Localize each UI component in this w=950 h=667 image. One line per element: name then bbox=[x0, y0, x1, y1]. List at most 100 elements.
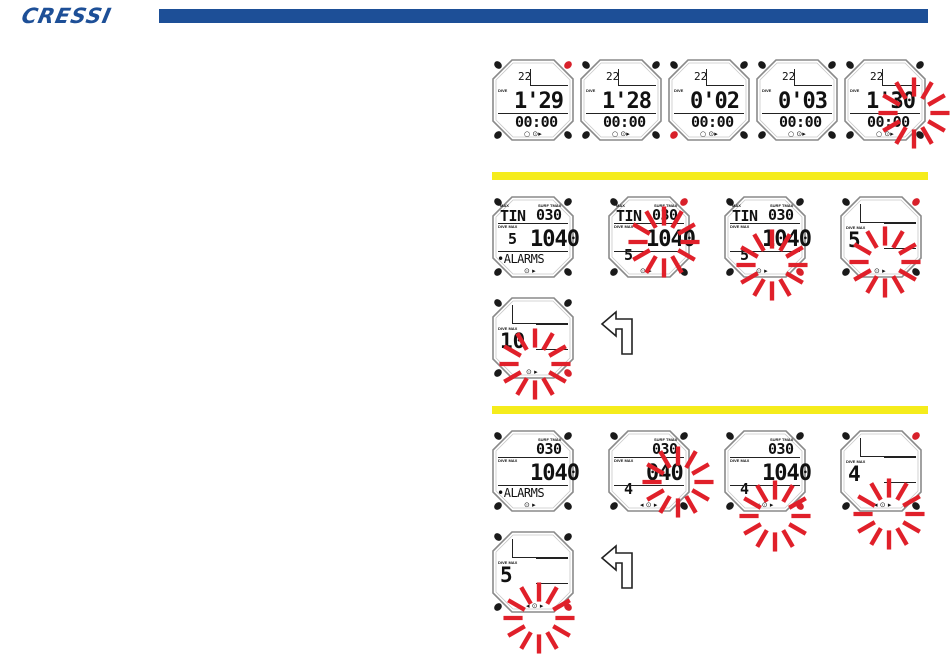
status-icons: ○ ⊙▸ bbox=[700, 130, 718, 138]
lcd-separator-line bbox=[882, 85, 920, 86]
dive-time: 1'28 bbox=[602, 89, 652, 114]
watch-button-bl bbox=[610, 502, 618, 510]
watch-button-tr bbox=[912, 198, 920, 206]
status-icons: ○ ⊙▸ bbox=[876, 130, 894, 138]
watch-button-bl bbox=[842, 268, 850, 276]
watch-button-br bbox=[740, 131, 748, 139]
surf-tmax-label: SURF TMAX bbox=[770, 203, 794, 208]
lcd-separator-line bbox=[614, 223, 684, 224]
temp-indicator: TIN bbox=[732, 207, 758, 225]
surf-time-value: 030 bbox=[652, 440, 678, 458]
lcd-separator-line bbox=[498, 485, 568, 486]
watch-button-bl bbox=[610, 268, 618, 276]
lcd-separator-line bbox=[614, 457, 684, 458]
watch-button-bl bbox=[726, 268, 734, 276]
dive-max-label: DIVE MAX bbox=[846, 225, 866, 230]
watch-button-bl bbox=[582, 131, 590, 139]
lcd-separator-line bbox=[794, 85, 832, 86]
watch-case bbox=[840, 196, 922, 278]
max-time-value: 1040 bbox=[762, 461, 812, 486]
dive-time: 0'03 bbox=[778, 89, 828, 114]
surf-tmax-label: SURF TMAX bbox=[538, 437, 562, 442]
watch-button-tr bbox=[564, 299, 572, 307]
watch-button-tr bbox=[564, 432, 572, 440]
surf-tmax-label: SURF TMAX bbox=[654, 437, 678, 442]
watch-button-bl bbox=[494, 603, 502, 611]
temp-indicator: TIN bbox=[616, 207, 642, 225]
watch-button-tl bbox=[494, 299, 502, 307]
status-icons: ⊙ ▸ bbox=[524, 267, 536, 275]
watch-case bbox=[492, 59, 574, 141]
watch-case bbox=[724, 430, 806, 512]
return-arrow-icon bbox=[600, 310, 636, 356]
watch-button-tr bbox=[796, 198, 804, 206]
lcd-separator-line bbox=[706, 85, 744, 86]
lcd-separator-line bbox=[884, 223, 916, 224]
watch-button-tr bbox=[828, 61, 836, 69]
lcd-separator-line bbox=[882, 69, 883, 85]
lcd-separator-line bbox=[730, 485, 800, 486]
dive-label: DIVE bbox=[498, 88, 508, 93]
surf-tmax-label: SURF TMAX bbox=[538, 203, 562, 208]
watch-button-br bbox=[912, 268, 920, 276]
watch-button-bl bbox=[758, 131, 766, 139]
status-icons: ⊙ ▸ bbox=[874, 267, 886, 275]
dive-max-label: DIVE MAX bbox=[614, 458, 634, 463]
flash-indicator-icon bbox=[739, 480, 811, 552]
watch-button-tl bbox=[842, 198, 850, 206]
watch-case bbox=[724, 196, 806, 278]
status-icons: ○ ⊙▸ bbox=[612, 130, 630, 138]
status-icons: ○ ⊙▸ bbox=[788, 130, 806, 138]
depth-limit-value: 5 bbox=[508, 230, 517, 248]
lcd-separator-line bbox=[536, 349, 568, 350]
watch-button-tr bbox=[796, 432, 804, 440]
watch-case bbox=[492, 430, 574, 512]
flash-indicator-icon bbox=[736, 229, 808, 301]
section-divider-2 bbox=[492, 406, 928, 414]
lcd-separator-line bbox=[884, 248, 916, 249]
flash-indicator-icon bbox=[503, 582, 575, 654]
watch-button-br bbox=[564, 268, 572, 276]
dive-max-label: DIVE MAX bbox=[498, 560, 518, 565]
watch-button-tr bbox=[680, 432, 688, 440]
watch-button-tl bbox=[758, 61, 766, 69]
lcd-separator-line bbox=[762, 113, 832, 114]
surf-time-value: 030 bbox=[768, 206, 794, 224]
max-time-value: 1040 bbox=[530, 227, 580, 252]
lcd-separator-line bbox=[536, 558, 568, 559]
dive-time: 0'02 bbox=[690, 89, 740, 114]
lcd-separator-line bbox=[706, 69, 707, 85]
flash-indicator-icon bbox=[849, 226, 921, 298]
lcd-separator-line bbox=[512, 557, 568, 558]
status-icons: ○ ⊙▸ bbox=[524, 130, 542, 138]
lcd-separator-line bbox=[512, 305, 513, 323]
status-icons: ⊙ ▸ bbox=[756, 267, 768, 275]
dive-number: 22 bbox=[782, 70, 796, 83]
lcd-separator-line bbox=[498, 223, 568, 224]
dive-number: 22 bbox=[694, 70, 708, 83]
dive-number: 22 bbox=[870, 70, 884, 83]
lcd-separator-line bbox=[512, 323, 568, 324]
lcd-separator-line bbox=[860, 456, 916, 457]
watch-button-tl bbox=[846, 61, 854, 69]
lcd-separator-line bbox=[860, 204, 861, 222]
watch-button-tr bbox=[564, 533, 572, 541]
watch-button-tl bbox=[494, 61, 502, 69]
lcd-separator-line bbox=[618, 69, 619, 85]
lcd-separator-line bbox=[536, 324, 568, 325]
watch-button-br bbox=[828, 131, 836, 139]
watch-button-br bbox=[564, 603, 572, 611]
lcd-separator-line bbox=[860, 222, 916, 223]
watch-button-tr bbox=[916, 61, 924, 69]
dive-max-label: DIVE MAX bbox=[498, 224, 518, 229]
page-header: CRESSI bbox=[0, 0, 950, 34]
watch-button-tl bbox=[670, 61, 678, 69]
